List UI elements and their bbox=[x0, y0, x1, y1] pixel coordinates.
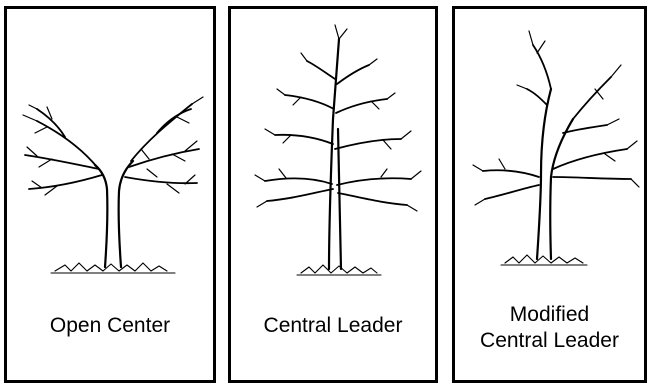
panel-open-center: Open Center bbox=[4, 6, 216, 383]
panel-modified-central-leader: Modified Central Leader bbox=[452, 6, 647, 383]
caption-modified-central-leader: Modified Central Leader bbox=[455, 302, 644, 354]
central-leader-tree-illustration bbox=[254, 24, 422, 276]
modified-central-leader-tree-illustration bbox=[472, 30, 640, 266]
open-center-tree-illustration bbox=[22, 96, 204, 274]
caption-line-1: Modified bbox=[509, 303, 590, 326]
caption-open-center: Open Center bbox=[49, 314, 171, 337]
panel-central-leader: Central Leader bbox=[228, 6, 438, 383]
caption-line-2: Central Leader bbox=[480, 329, 619, 352]
caption-central-leader: Central Leader bbox=[263, 314, 403, 337]
